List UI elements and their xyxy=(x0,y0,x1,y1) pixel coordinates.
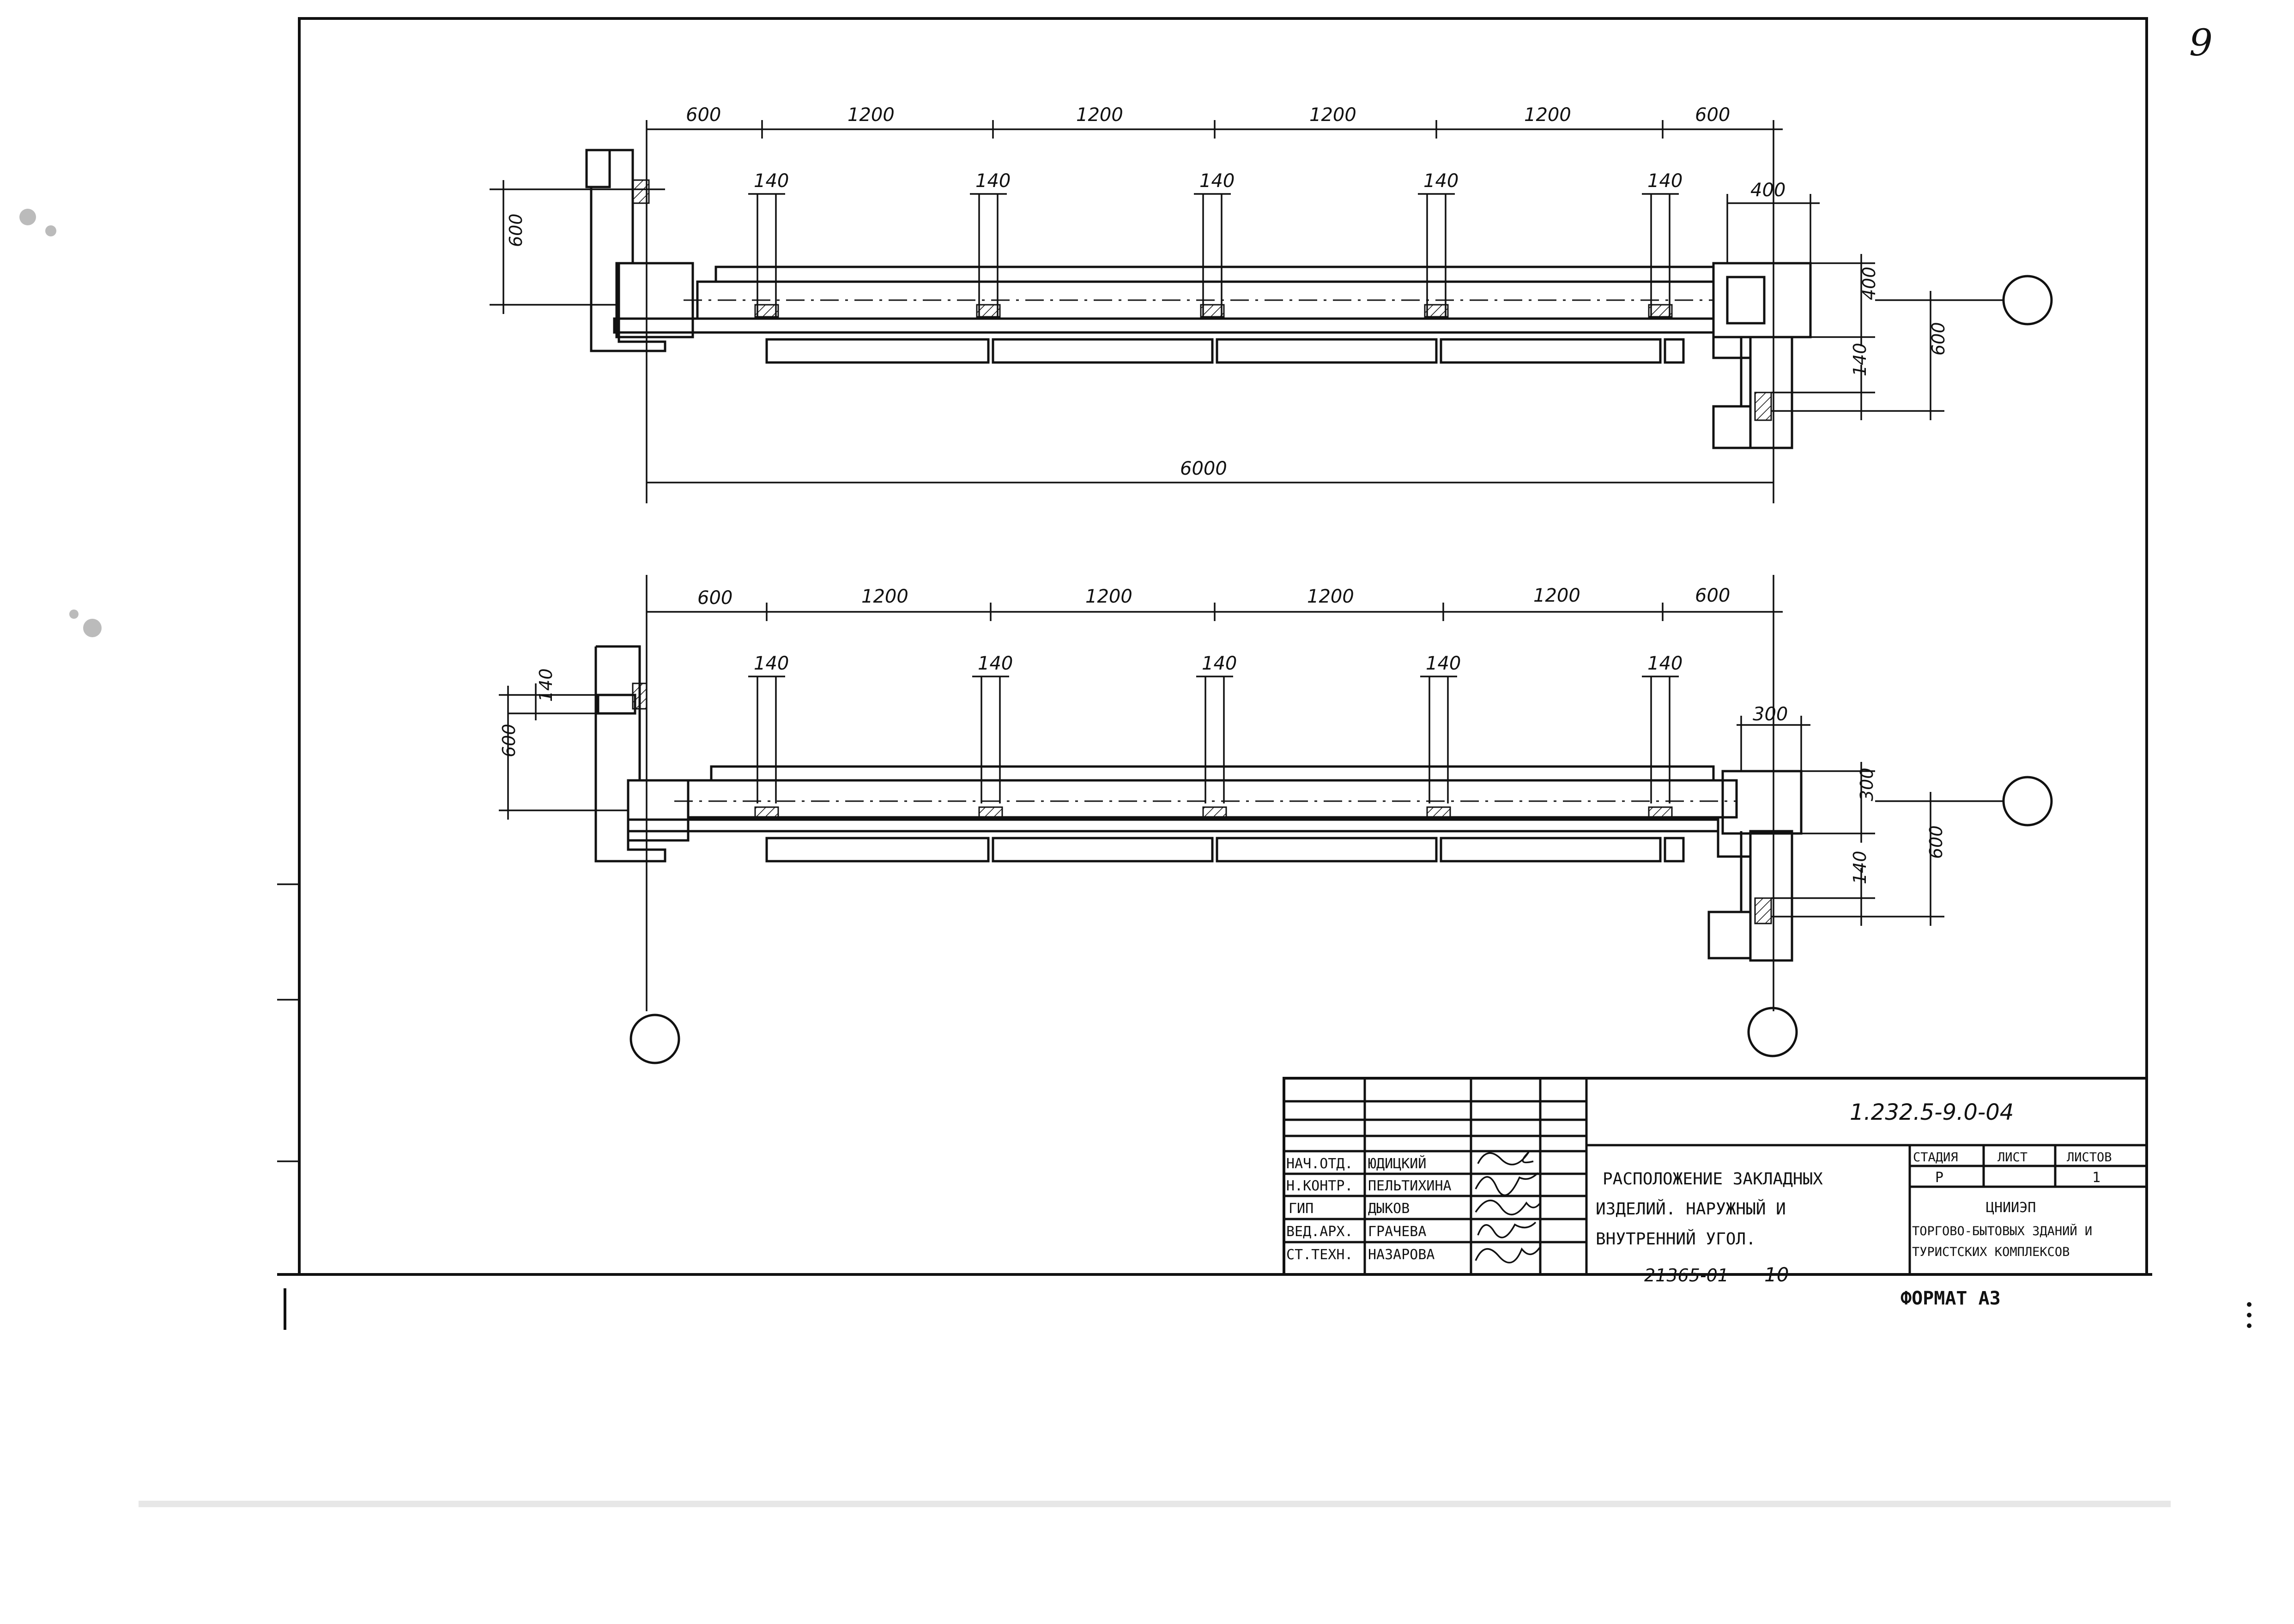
org-name: ЦНИИЭП xyxy=(1986,1200,2036,1216)
right-offset-d1: 600 xyxy=(1928,322,1949,356)
dim-d2-1: 1200 xyxy=(861,586,908,607)
right-height-d1: 400 xyxy=(1859,266,1879,300)
role-4: СТ.ТЕХН. xyxy=(1286,1247,1353,1263)
dim-d2-0: 600 xyxy=(697,587,732,609)
axis-bubble-d2-right xyxy=(2002,776,2053,827)
stage-value: Р xyxy=(1935,1170,1943,1186)
dim-d1-2: 1200 xyxy=(1076,104,1123,126)
left-insert-d2: 140 xyxy=(536,668,556,702)
dim-d2-4: 1200 xyxy=(1533,585,1580,606)
drawing-2-internal-corner: 600 1200 1200 1200 1200 600 140 140 140 … xyxy=(499,575,2053,1064)
insert-width-d2-4: 140 xyxy=(1647,653,1683,674)
role-3: ВЕД.АРХ. xyxy=(1286,1224,1353,1240)
role-2: ГИП xyxy=(1289,1201,1313,1217)
name-0: ЮДИЦКИЙ xyxy=(1368,1155,1426,1172)
axis-bubble-d2-left xyxy=(629,1014,680,1064)
axis-bubble-d2-bottom xyxy=(1747,1007,1798,1057)
format-label: ФОРМАТ А3 xyxy=(1901,1288,2001,1309)
role-0: НАЧ.ОТД. xyxy=(1286,1156,1353,1172)
margin-marks xyxy=(2247,1302,2252,1328)
insert-width-d2-0: 140 xyxy=(754,653,789,674)
name-1: ПЕЛЬТИХИНА xyxy=(1368,1178,1452,1194)
insert-width-d2-1: 140 xyxy=(978,653,1013,674)
sheets-header: ЛИСТОВ xyxy=(2067,1150,2112,1165)
dim-d1-3: 1200 xyxy=(1309,104,1356,126)
name-4: НАЗАРОВА xyxy=(1368,1247,1435,1263)
right-offset-d2: 600 xyxy=(1926,825,1946,859)
role-1: Н.КОНТР. xyxy=(1286,1178,1353,1194)
title-line-2: ВНУТРЕННИЙ УГОЛ. xyxy=(1596,1229,1756,1249)
dim-d2-5: 600 xyxy=(1695,585,1730,606)
right-width-d1: 400 xyxy=(1750,180,1786,201)
insert-leaders-1 xyxy=(748,193,1679,319)
title-block xyxy=(1283,1077,2148,1276)
insert-width-d1-0: 140 xyxy=(754,170,789,192)
org-line-1: ТОРГОВО-БЫТОВЫХ ЗДАНИЙ И xyxy=(1912,1224,2092,1238)
name-2: ДЫКОВ xyxy=(1368,1201,1410,1217)
right-insert-d2: 140 xyxy=(1850,851,1870,884)
insert-width-d1-3: 140 xyxy=(1423,170,1459,192)
org-line-2: ТУРИСТСКИХ КОМПЛЕКСОВ xyxy=(1912,1245,2070,1259)
insert-width-d1-1: 140 xyxy=(975,170,1011,192)
left-offset-d2: 600 xyxy=(499,724,519,757)
right-width-d2: 300 xyxy=(1753,704,1788,725)
scan-noise xyxy=(19,209,2171,1507)
left-offset-d1: 600 xyxy=(506,213,526,247)
name-3: ГРАЧЕВА xyxy=(1368,1224,1426,1240)
title-line-1: ИЗДЕЛИЙ. НАРУЖНЫЙ И xyxy=(1596,1199,1786,1219)
document-code: 1.232.5-9.0-04 xyxy=(1850,1099,2014,1125)
drawing-1-external-corner: 600 1200 1200 1200 1200 600 140 140 140 … xyxy=(490,104,2053,503)
archive-sheet: 10 xyxy=(1764,1263,1789,1286)
dim-d1-1: 1200 xyxy=(847,104,895,126)
sheets-value: 1 xyxy=(2092,1170,2100,1186)
insert-width-d1-4: 140 xyxy=(1647,170,1683,192)
sheet-header: ЛИСТ xyxy=(1997,1150,2028,1165)
sheet-frame xyxy=(277,17,2152,1330)
stage-header: СТАДИЯ xyxy=(1913,1150,1958,1165)
overall-length-d1: 6000 xyxy=(1180,458,1227,479)
insert-leaders-2 xyxy=(748,676,1679,803)
right-height-d2: 300 xyxy=(1857,767,1877,801)
right-insert-d1: 140 xyxy=(1850,343,1870,376)
insert-width-d2-3: 140 xyxy=(1426,653,1461,674)
dim-d2-2: 1200 xyxy=(1085,586,1132,607)
dim-d1-4: 1200 xyxy=(1524,104,1571,126)
signatures xyxy=(1475,1151,1541,1264)
insert-width-d2-2: 140 xyxy=(1202,653,1237,674)
page-number: 9 xyxy=(2189,21,2213,64)
insert-width-d1-2: 140 xyxy=(1199,170,1235,192)
dim-d1-0: 600 xyxy=(686,104,721,126)
archive-number: 21365-01 xyxy=(1644,1265,1729,1286)
title-line-0: РАСПОЛОЖЕНИЕ ЗАКЛАДНЫХ xyxy=(1603,1170,1823,1189)
axis-bubble-d1-right xyxy=(2002,275,2053,326)
dim-d1-5: 600 xyxy=(1695,104,1730,126)
dim-d2-3: 1200 xyxy=(1307,586,1354,607)
